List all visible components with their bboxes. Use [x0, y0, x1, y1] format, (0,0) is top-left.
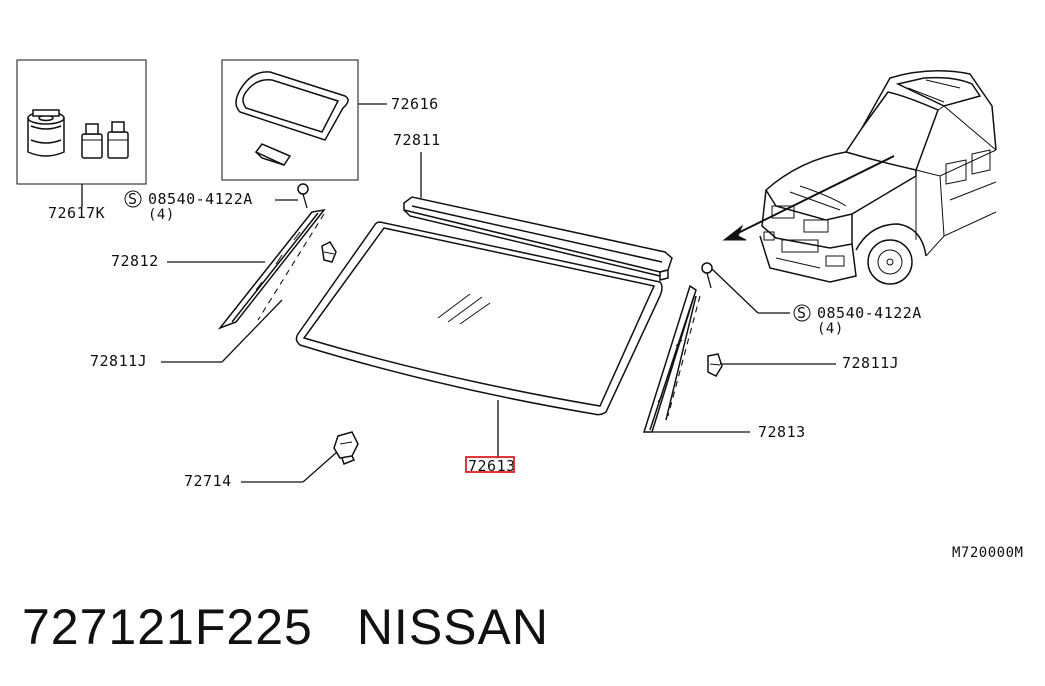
windshield-glass-part — [295, 221, 663, 416]
callout-72616: 72616 — [391, 95, 439, 113]
upper-molding-part — [403, 196, 673, 281]
callout-bolt-right: 08540-4122A — [817, 304, 922, 322]
highlight-box — [465, 456, 515, 473]
bolt-left — [297, 183, 309, 209]
callout-bolt-left-qty: (4) — [148, 207, 175, 223]
callout-72811J-right: 72811J — [842, 354, 899, 372]
spacer-part — [333, 431, 359, 465]
callout-72613: 72613 — [468, 457, 516, 475]
screw-symbol-left: S — [128, 190, 138, 208]
callout-72617K: 72617K — [48, 204, 105, 222]
callout-72813: 72813 — [758, 423, 806, 441]
callout-72811: 72811 — [393, 131, 441, 149]
right-side-molding-part — [642, 284, 701, 433]
molding-kit-inset — [221, 59, 387, 181]
grommet-kit-inset — [16, 59, 147, 207]
bolt-right — [701, 262, 713, 289]
screw-symbol-right: S — [797, 304, 807, 322]
callout-72812: 72812 — [111, 252, 159, 270]
callout-bolt-right-qty: (4) — [817, 321, 844, 337]
brand-name: NISSAN — [356, 599, 549, 655]
truck-illustration — [722, 70, 997, 285]
part-number: 727121F225 — [22, 599, 313, 655]
callout-bolt-left: 08540-4122A — [148, 190, 253, 208]
footer-title: 727121F225 NISSAN — [22, 598, 549, 656]
callout-72811J-left: 72811J — [90, 352, 147, 370]
left-side-molding-part — [217, 208, 326, 330]
right-clip-part — [707, 353, 723, 377]
callout-72714: 72714 — [184, 472, 232, 490]
diagram-code: M720000M — [952, 545, 1023, 561]
left-clip-part — [321, 241, 337, 263]
